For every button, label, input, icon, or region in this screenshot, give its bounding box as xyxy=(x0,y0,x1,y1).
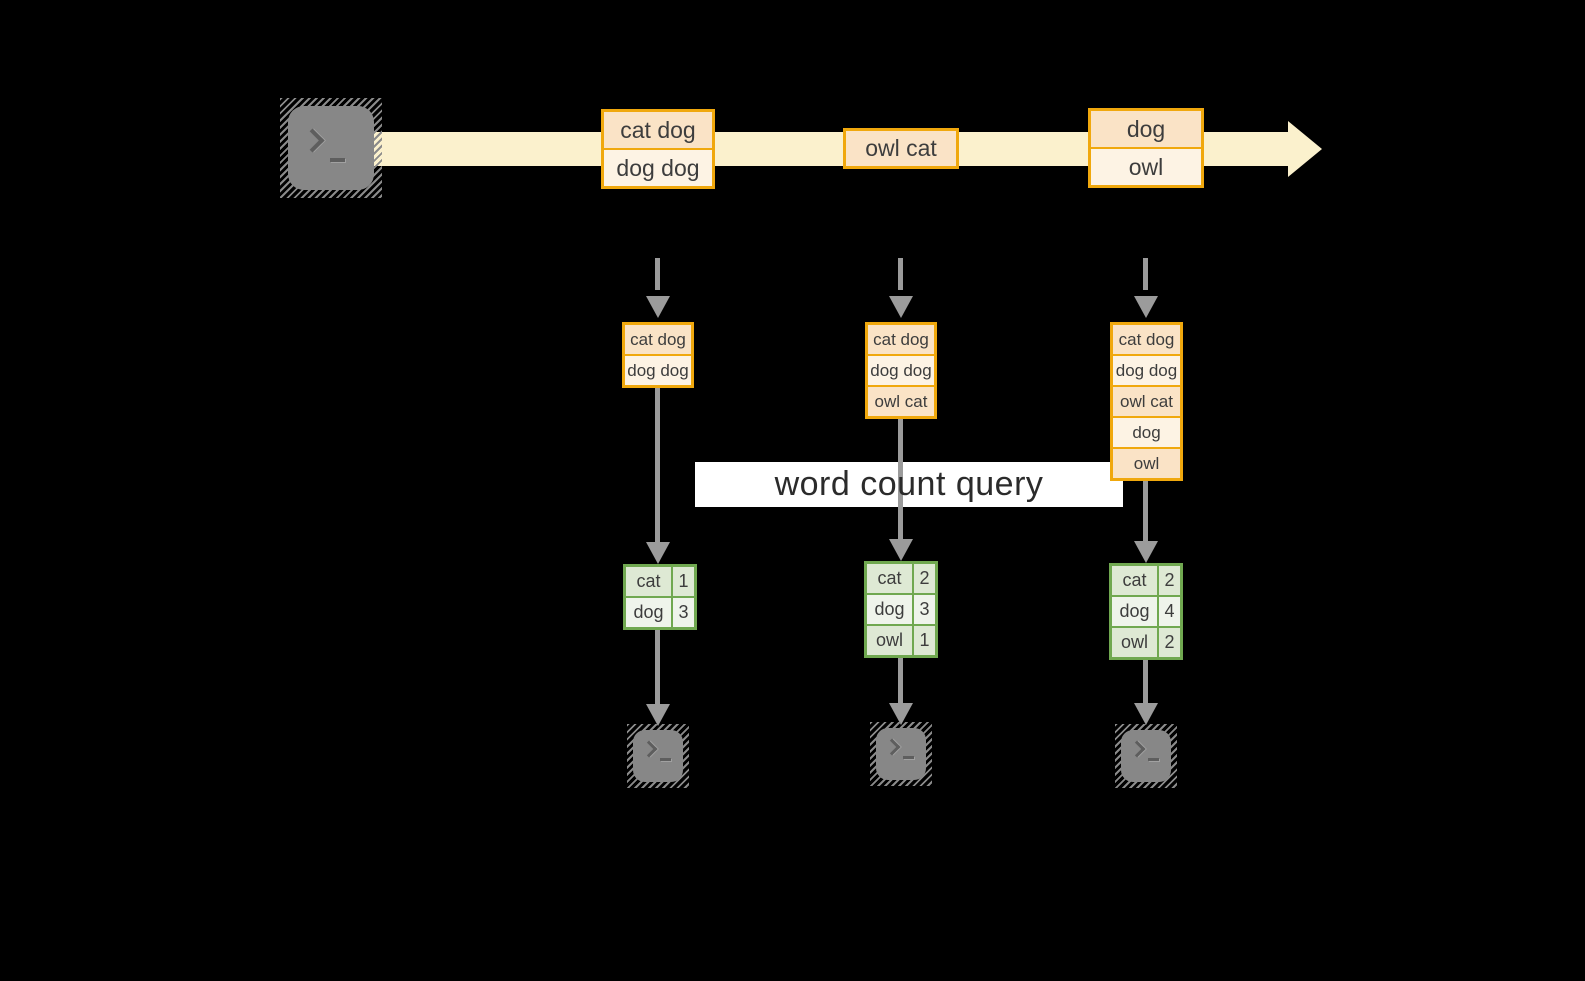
state-row: cat dog xyxy=(625,325,691,354)
sink-terminal-icon-3 xyxy=(1115,724,1177,788)
terminal-screen xyxy=(1121,730,1171,782)
arrowhead-down-icon xyxy=(1134,296,1158,318)
state-stack-2: cat dog dog dog owl cat xyxy=(865,322,937,419)
state-row: dog dog xyxy=(1113,354,1180,385)
arrowhead-down-icon xyxy=(1134,703,1158,725)
prompt-cursor-icon xyxy=(1148,758,1159,761)
state-row: owl cat xyxy=(1113,385,1180,416)
state-row: owl xyxy=(1113,447,1180,478)
batch-arrow-dash-2 xyxy=(898,258,903,290)
input-stream-arrowhead-icon xyxy=(1288,121,1322,177)
state-row: cat dog xyxy=(1113,325,1180,354)
dataflow-line xyxy=(655,386,660,542)
prompt-chevron-icon xyxy=(1128,740,1146,758)
word-cell: cat xyxy=(867,564,914,593)
word-cell: cat xyxy=(626,567,673,596)
dataflow-line xyxy=(898,658,903,703)
batch-line: dog dog xyxy=(604,148,712,186)
dataflow-line xyxy=(898,417,903,539)
count-cell: 2 xyxy=(1159,628,1180,657)
result-table-1: cat 1 dog 3 xyxy=(623,564,697,630)
word-cell: dog xyxy=(867,595,914,624)
count-row: dog 3 xyxy=(626,596,694,627)
count-row: cat 1 xyxy=(626,567,694,596)
count-row: owl 2 xyxy=(1112,626,1180,657)
count-row: owl 1 xyxy=(867,624,935,655)
prompt-cursor-icon xyxy=(330,158,345,162)
state-row: dog xyxy=(1113,416,1180,447)
state-row: dog dog xyxy=(625,354,691,385)
arrowhead-down-icon xyxy=(646,704,670,726)
state-stack-3: cat dog dog dog owl cat dog owl xyxy=(1110,322,1183,481)
arrowhead-down-icon xyxy=(646,296,670,318)
prompt-cursor-icon xyxy=(660,758,671,761)
word-cell: owl xyxy=(1112,628,1159,657)
batch-line: cat dog xyxy=(604,112,712,148)
micro-batch-3: dog owl xyxy=(1088,108,1204,188)
count-cell: 3 xyxy=(673,598,694,627)
word-cell: cat xyxy=(1112,566,1159,595)
count-cell: 2 xyxy=(914,564,935,593)
arrowhead-down-icon xyxy=(889,703,913,725)
dataflow-line xyxy=(1143,660,1148,703)
prompt-cursor-icon xyxy=(903,756,914,759)
batch-line: dog xyxy=(1091,111,1201,147)
micro-batch-1: cat dog dog dog xyxy=(601,109,715,189)
count-row: cat 2 xyxy=(1112,566,1180,595)
result-table-2: cat 2 dog 3 owl 1 xyxy=(864,561,938,658)
batch-line: owl cat xyxy=(846,131,956,166)
micro-batch-2: owl cat xyxy=(843,128,959,169)
count-cell: 4 xyxy=(1159,597,1180,626)
state-row: owl cat xyxy=(868,385,934,416)
count-row: dog 3 xyxy=(867,593,935,624)
word-cell: dog xyxy=(626,598,673,627)
dataflow-line xyxy=(1143,479,1148,541)
sink-terminal-icon-1 xyxy=(627,724,689,788)
count-cell: 3 xyxy=(914,595,935,624)
arrowhead-down-icon xyxy=(889,539,913,561)
prompt-chevron-icon xyxy=(640,740,658,758)
batch-arrow-dash-3 xyxy=(1143,258,1148,290)
count-cell: 2 xyxy=(1159,566,1180,595)
prompt-chevron-icon xyxy=(883,738,901,756)
state-stack-1: cat dog dog dog xyxy=(622,322,694,388)
query-banner xyxy=(695,462,1123,507)
count-cell: 1 xyxy=(673,567,694,596)
state-row: cat dog xyxy=(868,325,934,354)
batch-line: owl xyxy=(1091,147,1201,185)
terminal-screen xyxy=(288,106,374,190)
count-cell: 1 xyxy=(914,626,935,655)
count-row: cat 2 xyxy=(867,564,935,593)
arrowhead-down-icon xyxy=(1134,541,1158,563)
terminal-screen xyxy=(633,730,683,782)
dataflow-line xyxy=(655,630,660,704)
arrowhead-down-icon xyxy=(646,542,670,564)
source-terminal-icon xyxy=(280,98,382,198)
arrowhead-down-icon xyxy=(889,296,913,318)
result-table-3: cat 2 dog 4 owl 2 xyxy=(1109,563,1183,660)
terminal-screen xyxy=(876,728,926,780)
state-row: dog dog xyxy=(868,354,934,385)
sink-terminal-icon-2 xyxy=(870,722,932,786)
batch-arrow-dash-1 xyxy=(655,258,660,290)
word-cell: dog xyxy=(1112,597,1159,626)
prompt-chevron-icon xyxy=(300,128,325,153)
count-row: dog 4 xyxy=(1112,595,1180,626)
query-banner-label: word count query xyxy=(774,465,1044,503)
word-cell: owl xyxy=(867,626,914,655)
